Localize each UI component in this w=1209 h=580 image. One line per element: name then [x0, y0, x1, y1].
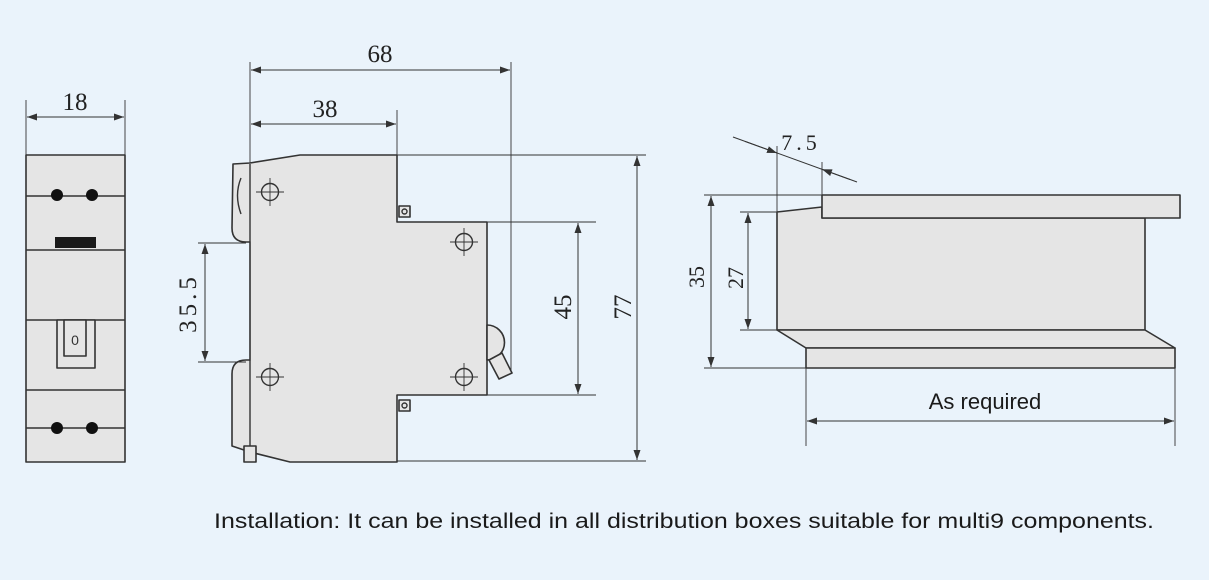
side-screw-top-right: [450, 228, 478, 256]
side-view: 68 38 35.5 45 77: [175, 41, 646, 463]
side-total-depth-label: 68: [368, 41, 393, 68]
front-body: [25, 154, 126, 463]
rail-flange-label: 7.5: [781, 130, 821, 155]
front-terminal-dot-top-left: [51, 189, 63, 201]
side-total-height-label: 77: [610, 295, 637, 320]
front-terminal-dot-bottom-left: [51, 422, 63, 434]
side-front-depth-label: 38: [313, 96, 338, 123]
side-toggle-lever: [488, 352, 513, 380]
side-bottom-tab: [243, 445, 257, 463]
front-width-label: 18: [63, 89, 88, 116]
front-toggle-handle: [63, 319, 87, 357]
side-terminal-square-bottom: [398, 399, 411, 412]
rail-length-label: As required: [929, 389, 1042, 414]
side-screw-top-left: [256, 178, 284, 206]
rail-top-flange: [821, 194, 1181, 219]
front-terminal-dot-top-right: [86, 189, 98, 201]
rail-inner-height-label: 27: [723, 267, 748, 289]
rail-view: 7.5 35 27 As required: [684, 130, 1181, 446]
rail-flange-arrow-right: [821, 168, 851, 180]
side-screw-bottom-right: [450, 363, 478, 391]
side-screw-bottom-left: [256, 363, 284, 391]
rail-bottom-flange: [805, 347, 1176, 369]
rail-body: [776, 206, 1146, 331]
side-clip-spacing-label: 35.5: [175, 273, 202, 333]
front-label-bar: [55, 237, 96, 248]
rail-height-label: 35: [684, 266, 709, 288]
side-clip-spring: [236, 177, 242, 215]
rail-flange-arrow-left: [744, 140, 778, 154]
installation-caption: Installation: It can be installed in all…: [214, 510, 1154, 533]
front-toggle-mark: 0: [71, 332, 79, 348]
rail-lower-bevel: [776, 329, 1176, 349]
side-front-height-label: 45: [550, 295, 577, 320]
front-view: 0 18: [25, 89, 126, 463]
front-terminal-dot-bottom-right: [86, 422, 98, 434]
side-terminal-square-top: [398, 205, 411, 218]
